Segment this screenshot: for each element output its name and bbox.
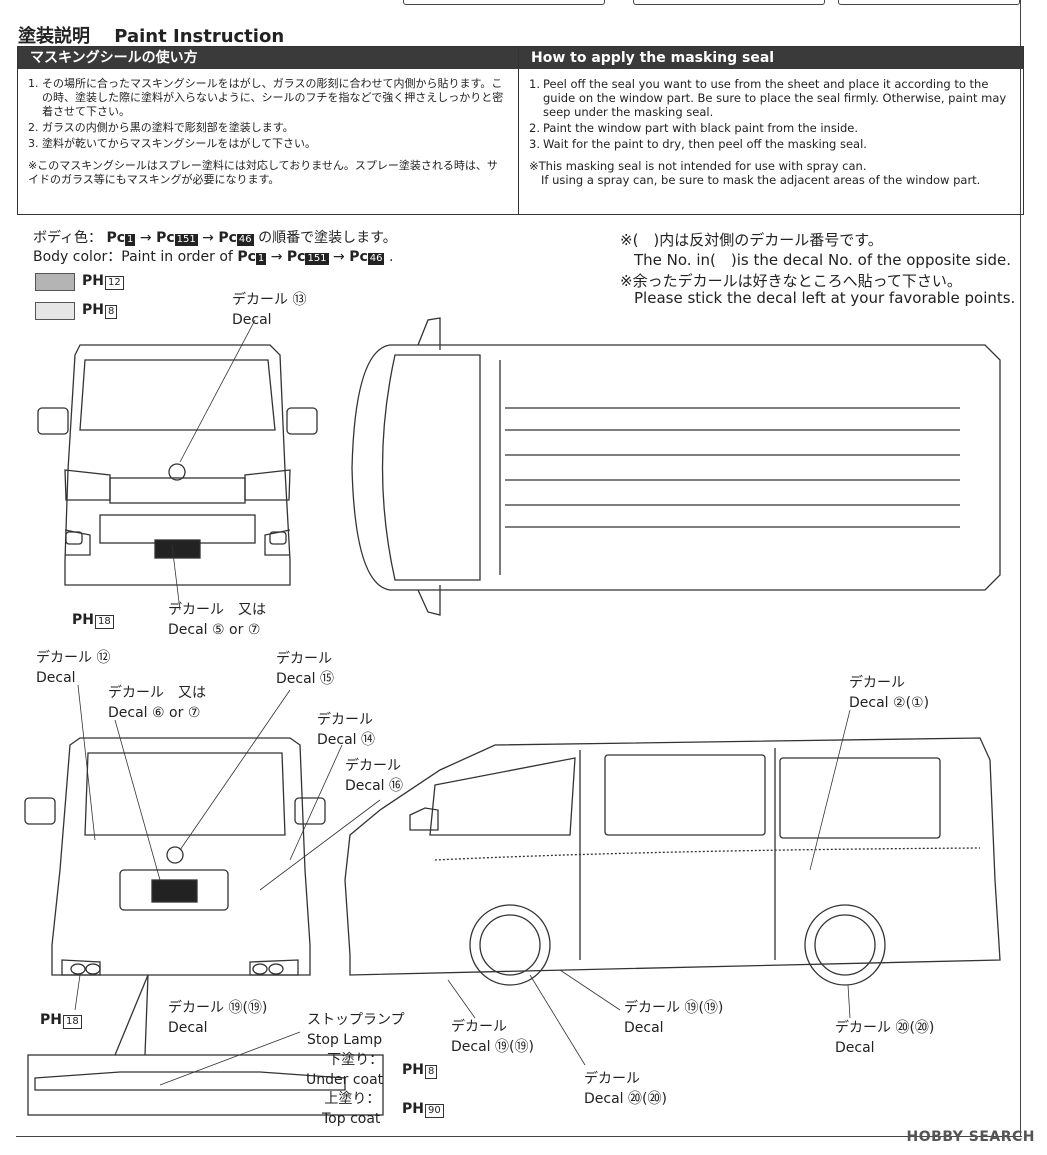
jp-step-2: 2.ガラスの内側から黒の塗料で彫刻部を塗装します。 xyxy=(28,121,294,134)
leader-lines xyxy=(74,319,851,1086)
title-en: Paint Instruction xyxy=(114,26,285,47)
jp-heading: マスキングシールの使い方 xyxy=(18,47,518,69)
note-leftover-jp: ※余ったデカールは好きなところへ貼って下さい。 xyxy=(620,272,962,290)
decal-19-rear-label: デカール ⑲(⑲)Decal xyxy=(168,1000,268,1036)
note-opposite-en: The No. in( )is the decal No. of the opp… xyxy=(634,251,1012,269)
frame-bottom-border xyxy=(16,1136,1022,1137)
decal-20-rear-label: デカール ⑳(⑳)Decal xyxy=(835,1020,935,1056)
en-step-1: 1.Peel off the seal you want to use from… xyxy=(529,77,1007,119)
jp-step-1: 1.その場所に合ったマスキングシールをはがし、ガラスの彫刻に合わせて内側から貼り… xyxy=(28,77,504,118)
jp-step-3: 3.塗料が乾いてからマスキングシールをはがして下さい。 xyxy=(28,137,317,150)
van-side-view xyxy=(344,737,1001,986)
en-instructions: How to apply the masking seal 1.Peel off… xyxy=(519,47,1023,214)
note-opposite-jp: ※( )内は反対側のデカール番号です。 xyxy=(620,231,883,249)
en-heading: How to apply the masking seal xyxy=(519,47,1023,69)
title-jp: 塗装説明 xyxy=(18,26,90,47)
stop-lamp-detail xyxy=(27,974,384,1116)
swatch-ph8 xyxy=(35,302,75,320)
jp-note: ※このマスキングシールはスプレー塗料には対応しておりません。スプレー塗装される時… xyxy=(28,159,498,186)
van-top-view xyxy=(351,317,1001,616)
en-note: ※This masking seal is not intended for u… xyxy=(529,159,981,187)
en-step-3: 3.Wait for the paint to dry, then peel o… xyxy=(529,137,867,151)
van-rear-view xyxy=(24,737,326,976)
decal-19-side-rear-label: デカール ⑲(⑲)Decal xyxy=(624,1000,724,1036)
top-frame-tabs xyxy=(383,0,1023,8)
en-step-2: 2.Paint the window part with black paint… xyxy=(529,121,859,135)
frame-right-border xyxy=(1020,0,1021,1136)
top-coat-label: 上塗り：Top coat xyxy=(322,1091,381,1127)
note-leftover-en: Please stick the decal left at your favo… xyxy=(634,289,1016,307)
jp-instructions: マスキングシールの使い方 1.その場所に合ったマスキングシールをはがし、ガラスの… xyxy=(18,47,519,214)
under-coat-label: 下塗り：Under coat xyxy=(306,1052,384,1088)
masking-instruction-box: マスキングシールの使い方 1.その場所に合ったマスキングシールをはがし、ガラスの… xyxy=(17,46,1024,215)
watermark: HOBBY SEARCH xyxy=(906,1129,1035,1145)
en-steps: 1.Peel off the seal you want to use from… xyxy=(519,69,1023,151)
swatch-ph12 xyxy=(35,273,75,291)
van-front-view xyxy=(37,344,318,586)
page-title: 塗装説明 Paint Instruction xyxy=(18,22,302,48)
jp-steps: 1.その場所に合ったマスキングシールをはがし、ガラスの彫刻に合わせて内側から貼り… xyxy=(18,69,518,151)
